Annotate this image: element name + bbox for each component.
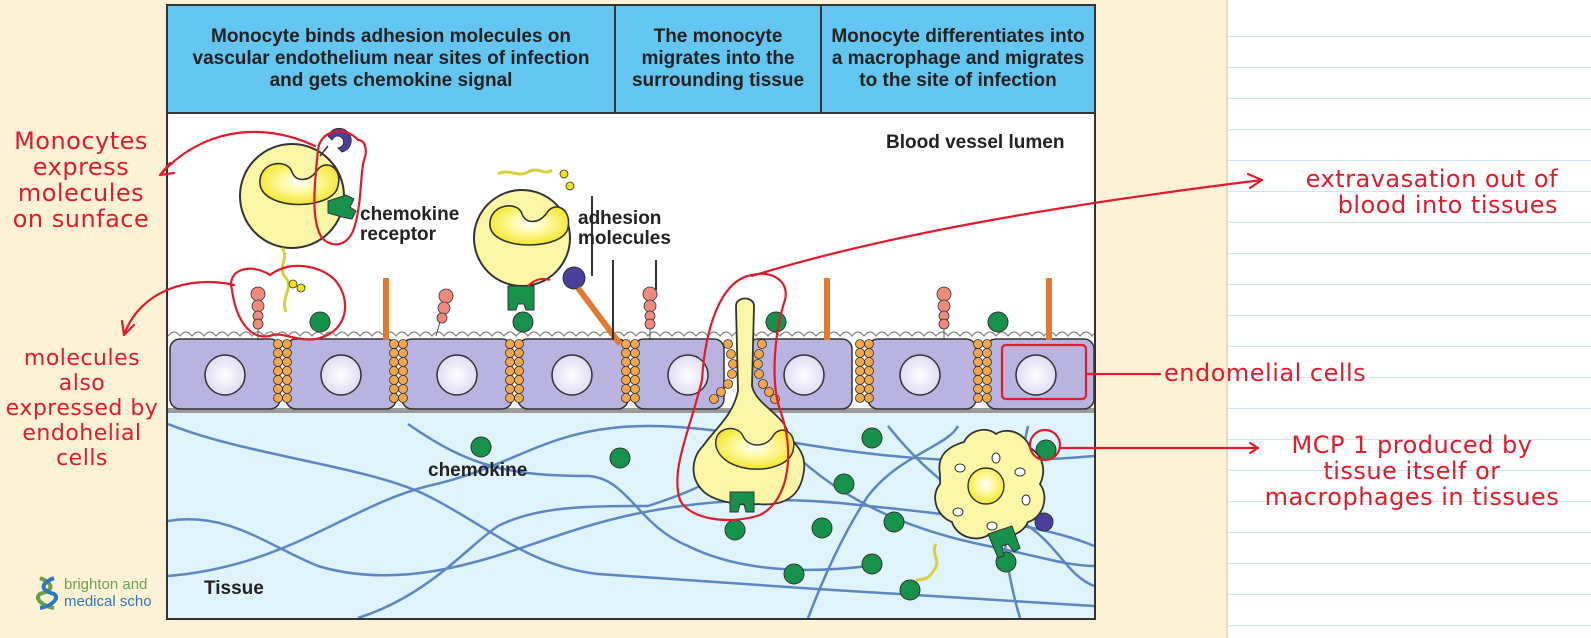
school-logo: brighton and medical scho (36, 576, 152, 610)
note-endothelial-cells: endomelial cells (1164, 359, 1367, 387)
step-1-heading: Monocyte binds adhesion molecules on vas… (168, 6, 616, 112)
endothelial-nucleus (204, 354, 246, 396)
chemokine (724, 519, 746, 541)
chemokine-receptor-label-2: receptor (360, 224, 437, 245)
fiber (168, 424, 1094, 578)
note-molecules-expressed: molecules also expressed by endohelial c… (5, 346, 159, 471)
chemokine (512, 311, 534, 333)
chemokine-receptor (987, 525, 1021, 559)
selectin (642, 286, 658, 340)
chemokine (987, 311, 1009, 333)
fiber (767, 425, 1094, 568)
endothelial-nucleus (551, 354, 593, 396)
chemokine (765, 311, 787, 333)
activation-arrow (527, 277, 551, 287)
glycocalyx (168, 331, 1094, 337)
endothelial-nucleus (320, 354, 362, 396)
chemokine (811, 517, 833, 539)
monocyte-nucleus (489, 205, 570, 246)
monocyte-1 (239, 127, 357, 313)
junction (855, 339, 874, 403)
fiber (168, 422, 1094, 608)
selectin (250, 286, 266, 340)
macrophage-nucleus (967, 467, 1005, 505)
monocyte-2 (473, 168, 586, 311)
endothelial-nucleus (899, 354, 941, 396)
vacuoles (952, 452, 1031, 531)
fiber (407, 422, 869, 572)
chemokine (309, 311, 331, 333)
macrophage (915, 428, 1054, 582)
endothelial-nucleus (436, 354, 478, 396)
logo-line-2: medical scho (64, 593, 152, 610)
chemokine-label: chemokine (428, 460, 528, 481)
chemokine (861, 553, 883, 575)
adhesion-molecules-label-1: adhesion (578, 208, 662, 229)
notebook-page (1228, 0, 1591, 638)
note-monocytes-express: Monocytes express molecules on sunface (12, 127, 150, 233)
sugar-bead (565, 181, 575, 191)
chemokine (833, 473, 855, 495)
lumen-label: Blood vessel lumen (886, 132, 1065, 153)
integrin-receptor (562, 266, 586, 290)
selectin (936, 286, 952, 340)
integrin-receptor (1034, 512, 1054, 532)
note-mcp1: MCP 1 produced by tissue itself or macro… (1264, 431, 1560, 511)
step-2-heading: The monocyte migrates into the surroundi… (616, 6, 822, 112)
basement-membrane (168, 408, 1094, 413)
selectin-ligand (915, 543, 939, 582)
icam-rod (1046, 278, 1052, 340)
junction (621, 339, 640, 403)
chemokine (899, 579, 921, 601)
page-edge (1226, 0, 1228, 638)
icam-rod (383, 278, 389, 340)
dna-helix-icon (36, 576, 58, 610)
chemokine (609, 447, 631, 469)
chemokine (783, 563, 805, 585)
sugar-bead (296, 283, 306, 293)
cell-junctions (273, 339, 992, 404)
icam-rods (383, 278, 1052, 340)
icam-rod (824, 278, 830, 340)
sugar-bead (559, 169, 569, 179)
label-pointers (591, 196, 657, 340)
endothelial-nucleus (1015, 354, 1057, 396)
chemokine (470, 436, 492, 458)
chemokine-receptor-label-1: chemokine (360, 204, 460, 225)
note-extravasation: extravasation out of blood into tissues (1305, 165, 1558, 219)
adhesion-molecules-label-2: molecules (578, 228, 671, 249)
sugar-bead (288, 279, 298, 289)
step-3-heading: Monocyte differentiates into a macrophag… (831, 26, 1085, 91)
monocyte-extravasation-diagram: Monocyte binds adhesion molecules on vas… (166, 4, 1096, 620)
chemokine (861, 427, 883, 449)
integrin-receptor (327, 127, 352, 153)
junction (389, 339, 408, 403)
selectin-ligand (280, 247, 291, 313)
junction (273, 339, 292, 403)
selectin (435, 288, 454, 337)
fiber (806, 425, 960, 618)
diagram-header: Monocyte binds adhesion molecules on vas… (168, 6, 1094, 114)
chemokine-receptor (507, 285, 535, 311)
logo-line-1: brighton and (64, 576, 148, 593)
tissue-label: Tissue (204, 578, 264, 599)
chemokine (883, 511, 905, 533)
diagram-artwork (168, 127, 1094, 618)
junction (973, 339, 992, 403)
junction (505, 339, 524, 403)
selectin-ligand (497, 168, 553, 176)
endothelial-nucleus (667, 354, 709, 396)
endothelial-nucleus (783, 354, 825, 396)
